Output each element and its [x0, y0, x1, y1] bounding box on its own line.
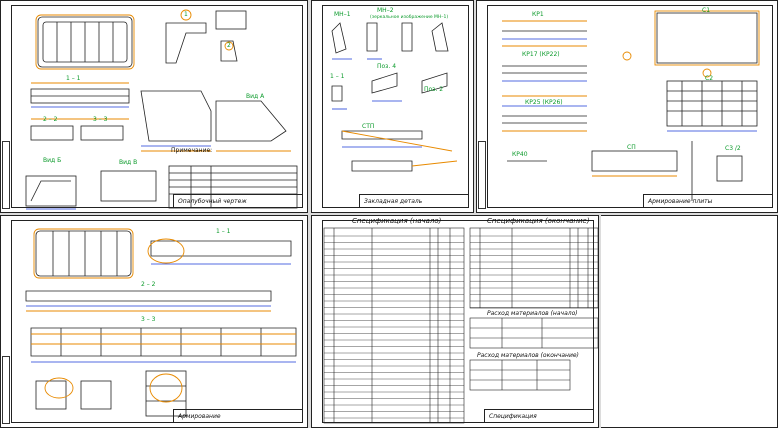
materials-title-2: Расход материалов (окончание) [477, 352, 579, 359]
part-label: Поз. 4 [377, 63, 397, 70]
title-block-text: Спецификация [489, 413, 537, 420]
sheet-embedded-part: МН–1 МН–2 (зеркальное изображение МН–1) … [311, 0, 474, 213]
sheet-reinforcement: 1 – 1 2 – 2 3 – 3 Армирование [0, 215, 308, 428]
materials-title-1: Расход материалов (начало) [487, 310, 578, 317]
bar-label: КР1 [532, 11, 544, 18]
side-strip [478, 141, 486, 209]
title-block-text: Опалубочный чертеж [178, 198, 247, 205]
callout-label: 1 [184, 11, 188, 18]
title-block-text: Армирование [178, 413, 221, 420]
view-label: 2 – 2 [141, 281, 156, 288]
reinforcement-drawing [25, 228, 297, 417]
view-label: 3 – 3 [93, 116, 108, 123]
sheet-frame [11, 5, 303, 208]
sheet-frame [11, 220, 303, 423]
spec-left-title: Спецификация (начало) [352, 217, 442, 225]
part-label: (зеркальное изображение МН–1) [370, 15, 449, 20]
view-label: 3 – 3 [141, 316, 156, 323]
part-label: Поз. 2 [424, 86, 444, 93]
spec-right-title: Спецификация (окончание) [487, 217, 590, 225]
bar-label: С1 [702, 7, 711, 14]
sheet-frame [322, 5, 469, 208]
embedded-part-drawing [331, 22, 458, 172]
sheet-specification: Спецификация (начало) Спецификация (окон… [311, 215, 599, 428]
bar-label: С3 /2 [725, 145, 741, 152]
formwork-drawing [25, 9, 298, 210]
view-label: 1 – 1 [66, 75, 81, 82]
part-label: МН–1 [334, 11, 351, 18]
view-label: Вид В [119, 159, 138, 166]
bar-label: КР17 (КР22) [522, 51, 560, 58]
notes-label: Примечание: [171, 147, 213, 154]
bar-label: С2 [705, 75, 714, 82]
side-strip [2, 356, 10, 424]
bar-label: СП [627, 144, 636, 151]
title-block: Армирование плиты [643, 194, 773, 208]
view-label: Вид А [246, 93, 265, 100]
title-block: Армирование [173, 409, 303, 423]
specification-tables [323, 227, 598, 424]
sheet-frame [322, 220, 594, 423]
title-block-text: Закладная деталь [364, 198, 423, 205]
view-label: 2 – 2 [43, 116, 58, 123]
part-label: СТП [362, 123, 375, 130]
title-block: Опалубочный чертеж [173, 194, 303, 208]
title-block: Спецификация [484, 409, 594, 423]
callout-label: 2 [227, 42, 231, 49]
title-block-text: Армирование плиты [648, 198, 713, 205]
sheet-slab-reinforcement: КР1 КР17 (КР22) КР25 (КР26) КР40 СП С1 С… [476, 0, 778, 213]
sheet-frame [487, 5, 773, 208]
part-label: МН–2 [377, 7, 394, 14]
view-label: 1 – 1 [216, 228, 231, 235]
side-strip [2, 141, 10, 209]
view-label: Вид Б [43, 157, 62, 164]
part-label: 1 – 1 [330, 73, 345, 80]
sheet-blank [601, 215, 778, 428]
bar-label: КР40 [512, 151, 528, 158]
bar-label: КР25 (КР26) [525, 99, 563, 106]
slab-reinforcement-drawing [502, 10, 760, 201]
title-block: Закладная деталь [359, 194, 469, 208]
sheet-formwork: 1 – 1 2 – 2 3 – 3 Вид А Вид Б Вид В 1 2 … [0, 0, 308, 213]
